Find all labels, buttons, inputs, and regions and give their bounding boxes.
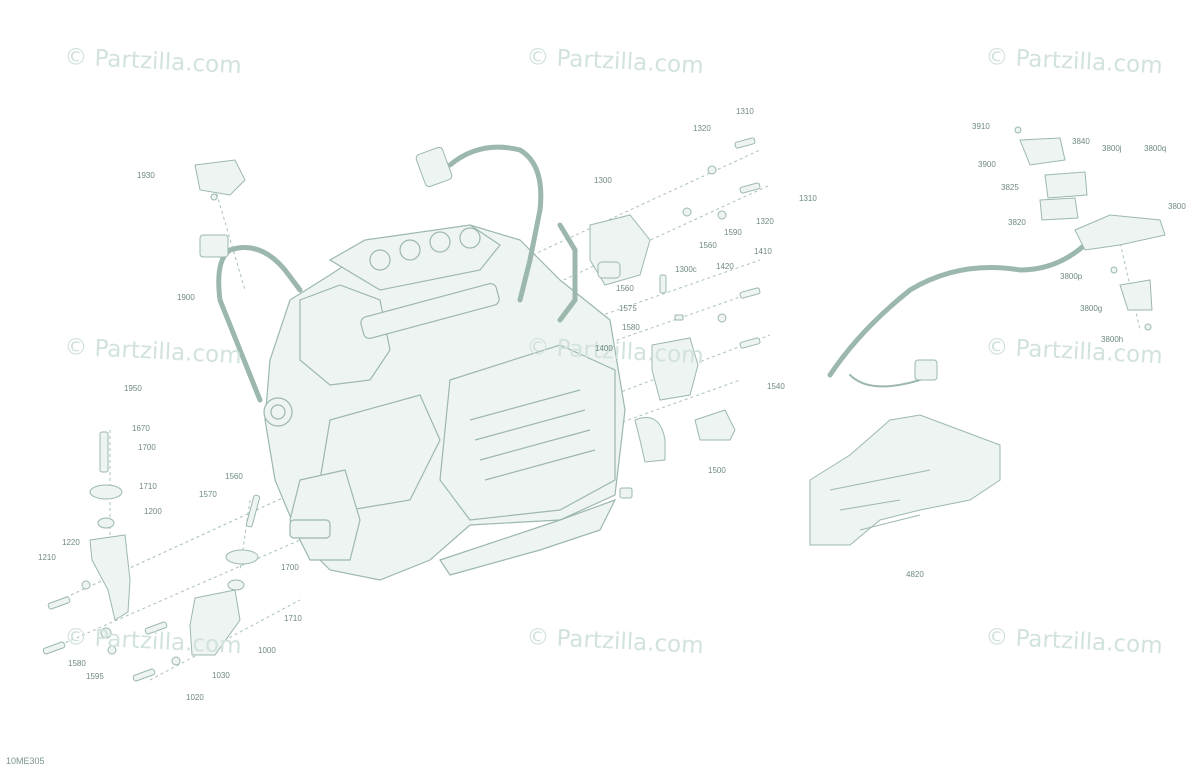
callout-label: 1200 <box>144 507 162 516</box>
callout-label: 1000 <box>258 646 276 655</box>
callout-label: 1580 <box>622 323 640 332</box>
callout-label: 1930 <box>137 171 155 180</box>
connector-plug <box>199 146 453 258</box>
callout-label: 1020 <box>186 693 204 702</box>
callout-label: 1300c <box>675 265 697 274</box>
callout-label: 1700 <box>138 443 156 452</box>
callout-label: 3820 <box>1008 218 1026 227</box>
callout-label: 1540 <box>767 382 785 391</box>
callout-label: 1950 <box>124 384 142 393</box>
callout-label: 1300 <box>594 176 612 185</box>
callout-label: 1210 <box>38 553 56 562</box>
callout-label: 1710 <box>284 614 302 623</box>
left-mount-assembly <box>42 431 261 682</box>
callout-label: 1900 <box>177 293 195 302</box>
callout-label: 1410 <box>754 247 772 256</box>
shifter-assembly <box>914 126 1166 381</box>
guard-4820 <box>809 414 1001 546</box>
callout-label: 3910 <box>972 122 990 131</box>
callout-label: 3800j <box>1102 144 1122 153</box>
callout-label: 1320 <box>756 217 774 226</box>
callout-label: 1570 <box>199 490 217 499</box>
callout-label: 3800 <box>1168 202 1186 211</box>
callout-label: 1560 <box>699 241 717 250</box>
callout-label: 1220 <box>62 538 80 547</box>
callout-label: 1310 <box>736 107 754 116</box>
engine-block <box>263 224 626 581</box>
callout-label: 1560 <box>616 284 634 293</box>
bracket-1930 <box>194 159 246 201</box>
right-mount-assembly <box>589 137 761 499</box>
diagram-reference-code: 10ME305 <box>6 756 45 766</box>
callout-label: 3825 <box>1001 183 1019 192</box>
callout-label: 1310 <box>799 194 817 203</box>
callout-label: 3800q <box>1144 144 1167 153</box>
callout-label: 1595 <box>86 672 104 681</box>
callout-label: 3800h <box>1101 335 1124 344</box>
callout-label: 1700 <box>281 563 299 572</box>
callout-label: 1670 <box>132 424 150 433</box>
callout-label: 1420 <box>716 262 734 271</box>
callout-label: 1575 <box>619 304 637 313</box>
callout-label: 3800p <box>1060 272 1083 281</box>
callout-label: 1400 <box>595 344 613 353</box>
callout-label: 1590 <box>724 228 742 237</box>
callout-label: 3800g <box>1080 304 1103 313</box>
callout-label: 1580 <box>68 659 86 668</box>
callout-label: 3900 <box>978 160 996 169</box>
callout-label: 1320 <box>693 124 711 133</box>
callout-label: 1560 <box>225 472 243 481</box>
callout-label: 3840 <box>1072 137 1090 146</box>
callout-label: 4820 <box>906 570 924 579</box>
callout-label: 1710 <box>139 482 157 491</box>
shift-cable <box>827 237 1093 388</box>
callout-label: 1030 <box>212 671 230 680</box>
callout-label: 1500 <box>708 466 726 475</box>
